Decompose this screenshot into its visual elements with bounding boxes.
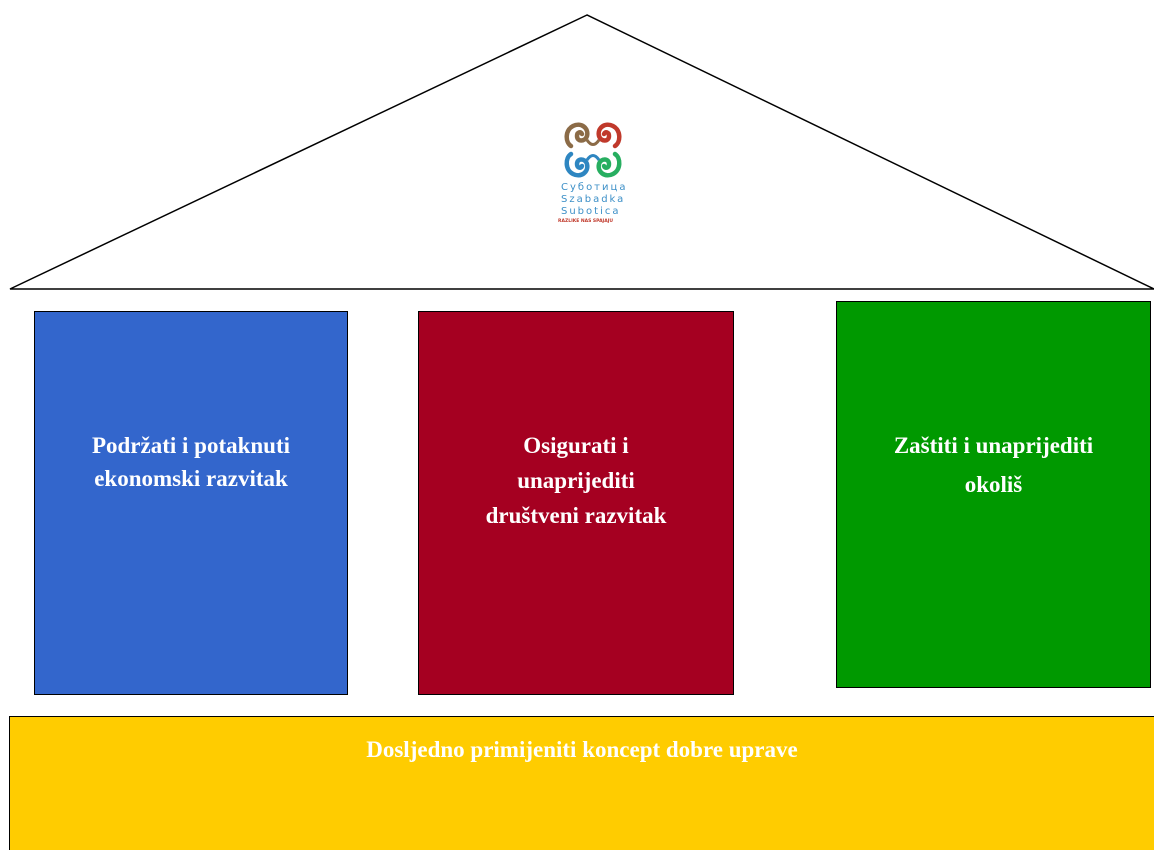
pillar-economic-line-2: ekonomski razvitak (94, 466, 288, 491)
pillar-economic-development: Podržati i potaknuti ekonomski razvitak (34, 311, 348, 695)
foundation-label: Dosljedno primijeniti koncept dobre upra… (366, 737, 798, 762)
pillar-environment: Zaštiti i unaprijediti okoliš (836, 301, 1151, 688)
pillar-environment-line-1: Zaštiti i unaprijediti (893, 433, 1094, 458)
roof-triangle (9, 14, 1154, 290)
foundation-good-governance: Dosljedno primijeniti koncept dobre upra… (9, 716, 1154, 850)
pillar-social-line-3: društveni razvitak (485, 503, 667, 528)
pillar-economic-label: Podržati i potaknuti ekonomski razvitak (45, 429, 337, 495)
logo-text-latin: Subotica (561, 206, 621, 217)
roof-outline (9, 14, 1154, 290)
subotica-logo: Суботица Szabadka Subotica RAZLIKE NAS S… (553, 118, 633, 248)
subotica-logo-symbol (564, 122, 622, 178)
pillar-environment-line-2: okoliš (964, 472, 1023, 497)
pillar-social-development: Osigurati i unaprijediti društveni razvi… (418, 311, 734, 695)
logo-tagline: RAZLIKE NAS SPAJAJU (558, 219, 614, 224)
logo-text-hungarian: Szabadka (561, 194, 626, 205)
pillar-economic-line-1: Podržati i potaknuti (91, 433, 291, 458)
pillar-social-line-1: Osigurati i (523, 433, 629, 458)
pillar-social-label: Osigurati i unaprijediti društveni razvi… (429, 428, 723, 533)
pillar-environment-label: Zaštiti i unaprijediti okoliš (847, 426, 1140, 504)
pillar-social-line-2: unaprijediti (517, 468, 635, 493)
logo-text-cyrillic: Суботица (561, 182, 628, 193)
